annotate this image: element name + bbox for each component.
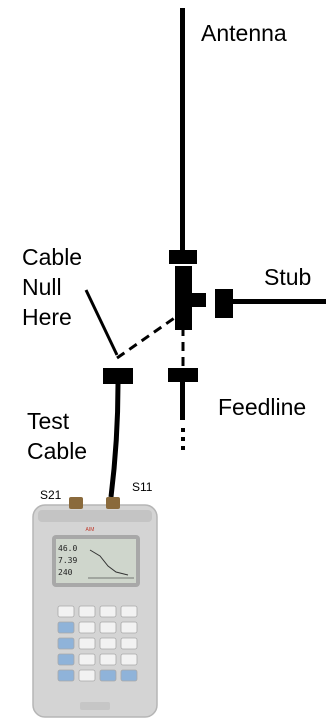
analyzer-key (78, 621, 96, 634)
analyzer-key (99, 621, 117, 634)
feedline-connector (168, 368, 198, 382)
analyzer-key (78, 637, 96, 650)
analyzer-key (57, 637, 75, 650)
cable-null-dashed-path (116, 310, 185, 368)
stub-connector (215, 289, 233, 318)
analyzer-bottom-logo (80, 702, 110, 710)
stub-line (231, 299, 326, 304)
analyzer-key (120, 605, 138, 618)
analyzer-key (99, 637, 117, 650)
analyzer-key (99, 605, 117, 618)
analyzer-keypad (57, 605, 138, 682)
label-test-cable-line-1: Test (27, 408, 70, 434)
feedline-dot-3 (181, 446, 185, 450)
analyzer-brand-label: AIM (86, 527, 95, 533)
label-feedline: Feedline (218, 394, 307, 420)
analyzer-key (78, 605, 96, 618)
analyzer-key (78, 653, 96, 666)
analyzer-screen (56, 539, 136, 583)
feedline-line (180, 380, 185, 420)
analyzer-key (120, 621, 138, 634)
feedline-dot-2 (181, 437, 185, 441)
port-s11-connector (106, 497, 120, 509)
analyzer-top-strip (38, 510, 152, 522)
analyzer-key (57, 621, 75, 634)
label-port-s21: S21 (40, 488, 62, 502)
screen-readout-2: 7.39 (58, 556, 77, 565)
tee-side-port (190, 293, 206, 307)
antenna-mast (180, 8, 185, 255)
analyzer-key (78, 669, 96, 682)
feedline-dot-1 (181, 428, 185, 432)
screen-readout-3: 240 (58, 568, 73, 577)
port-s21-connector (69, 497, 83, 509)
analyzer-key (99, 653, 117, 666)
analyzer-key (99, 669, 117, 682)
test-cable-connector (103, 368, 133, 384)
analyzer-key (120, 637, 138, 650)
label-test-cable-line-2: Cable (27, 438, 88, 464)
label-cable-null-line-3: Here (22, 304, 72, 330)
label-cable-null-line-1: Cable (22, 244, 83, 270)
cable-null-pointer (84, 289, 119, 356)
analyzer-key (57, 653, 75, 666)
label-port-s11: S11 (132, 480, 153, 494)
label-antenna: Antenna (201, 20, 287, 46)
antenna-connector (169, 250, 197, 264)
analyzer-key (120, 669, 138, 682)
analyzer-key (57, 669, 75, 682)
analyzer-key (57, 605, 75, 618)
test-cable-line (108, 383, 121, 498)
label-stub: Stub (264, 264, 312, 290)
screen-trace (89, 549, 129, 576)
antenna-analyzer: AIM 46.0 7.39 240 (32, 497, 158, 718)
label-cable-null-line-2: Null (22, 274, 62, 300)
screen-readout-1: 46.0 (58, 544, 77, 553)
analyzer-key (120, 653, 138, 666)
